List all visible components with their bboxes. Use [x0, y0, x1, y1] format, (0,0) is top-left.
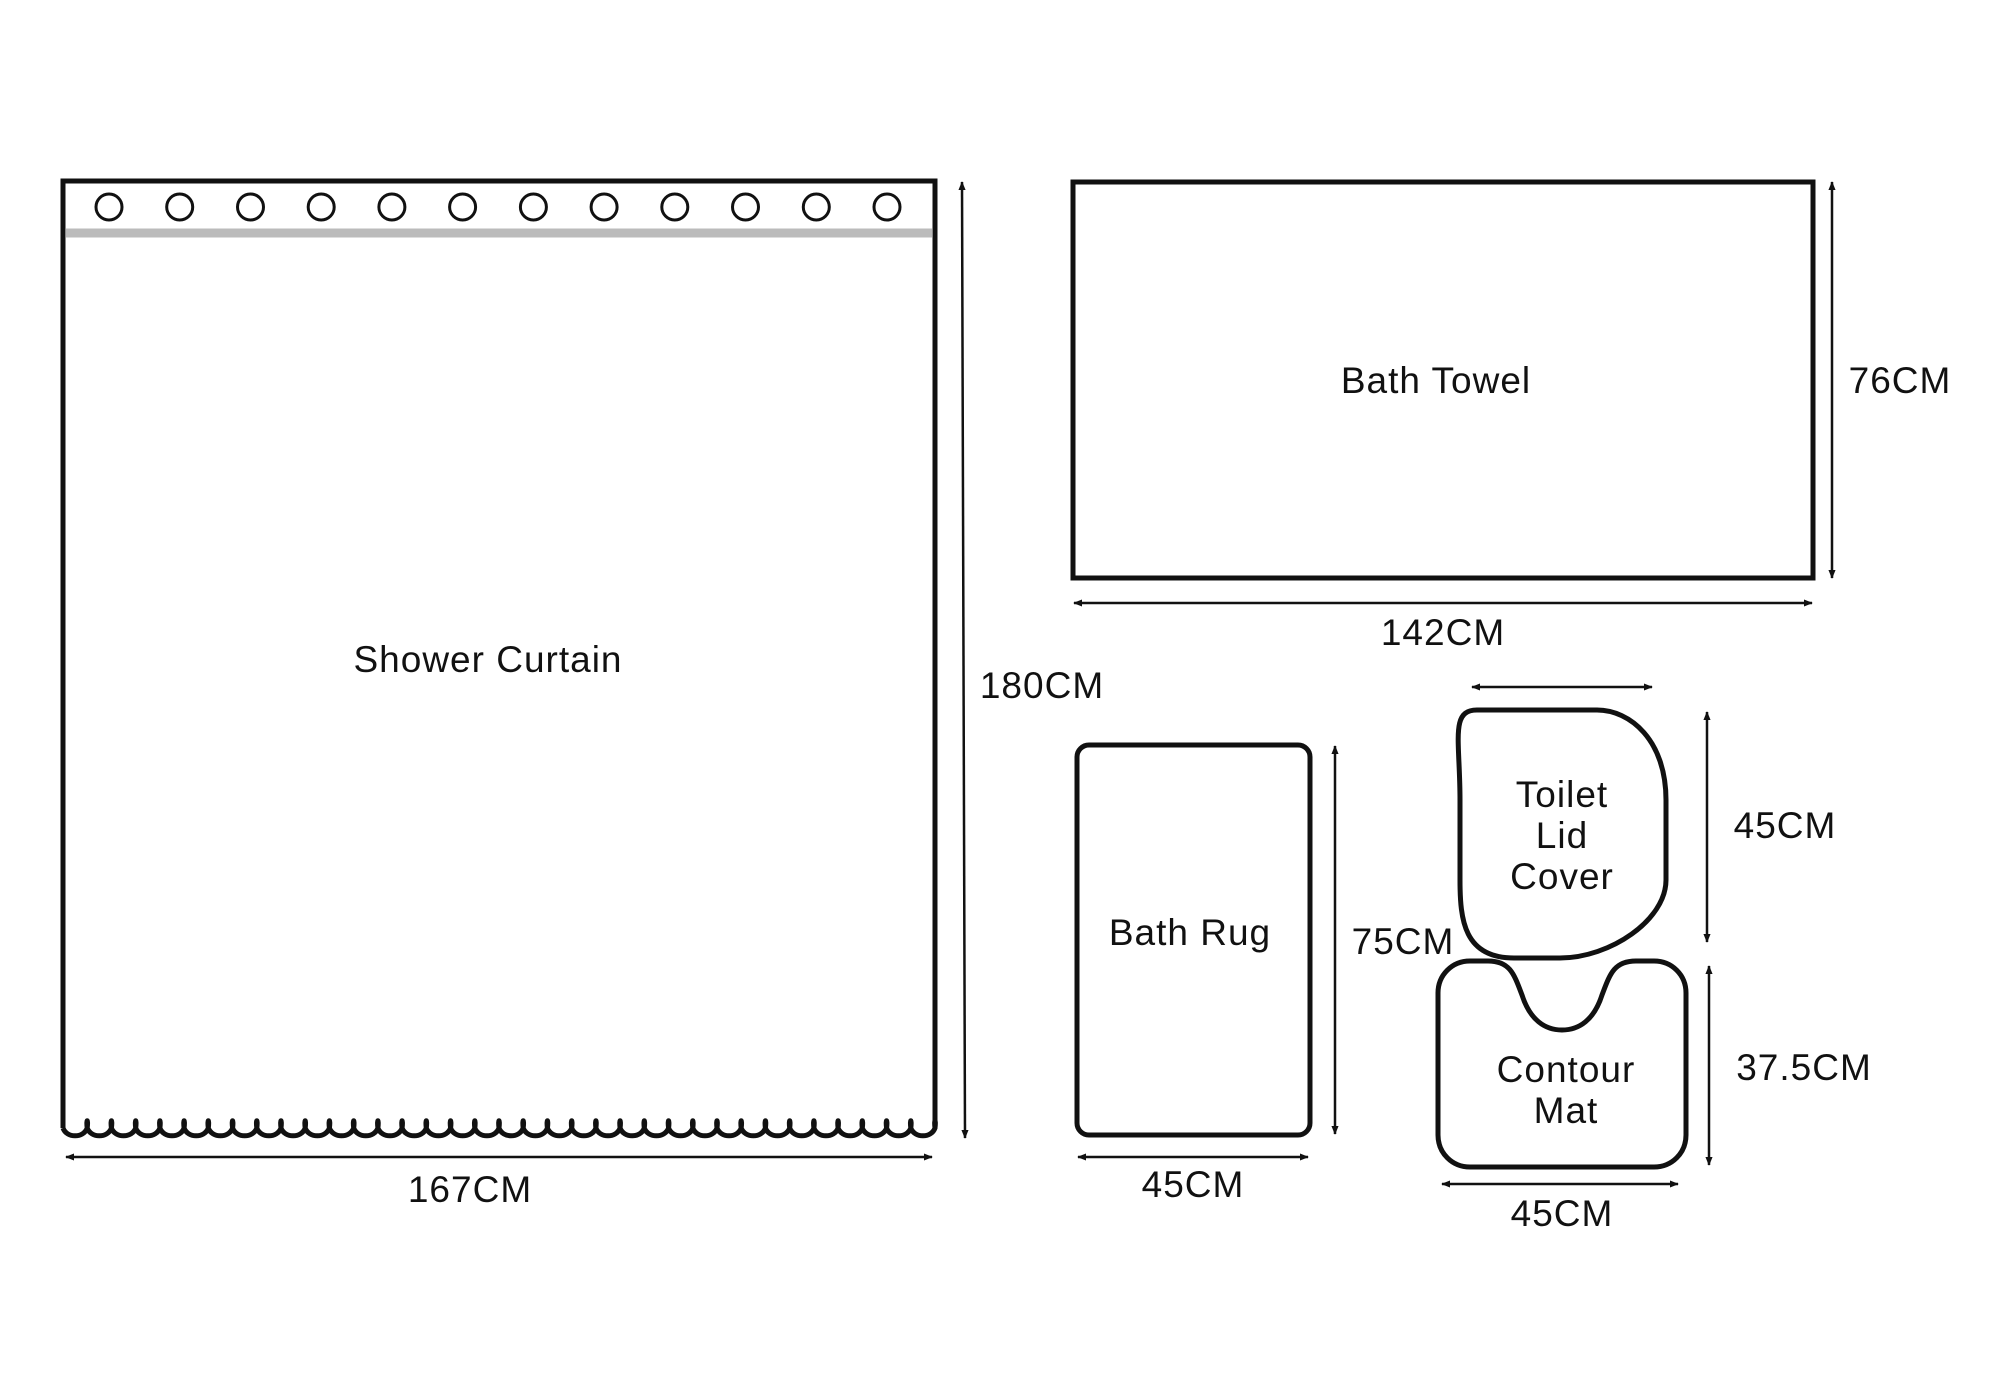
bath-towel-label: Bath Towel	[1341, 360, 1531, 401]
shower-curtain-outline	[60, 178, 938, 1128]
curtain-rings	[94, 192, 902, 222]
curtain-height-arrow	[958, 181, 969, 1139]
curtain-ring	[94, 192, 124, 222]
mat-width-label: 45CM	[1511, 1193, 1614, 1234]
bath-towel: Bath Towel 76CM 142CM	[1070, 179, 1952, 653]
shower-curtain-wavy-hem	[60, 1118, 938, 1139]
bath-rug: Bath Rug 75CM 45CM	[1074, 742, 1455, 1205]
curtain-height-label: 180CM	[980, 665, 1104, 706]
rug-height-label: 75CM	[1352, 921, 1455, 962]
bath-towel-outline	[1070, 179, 1816, 581]
toilet-lid-label-line-1: Toilet	[1516, 774, 1608, 815]
curtain-ring	[306, 192, 336, 222]
toilet-lid-label-line-3: Cover	[1510, 856, 1614, 897]
contour-mat-label-line-2: Mat	[1534, 1090, 1599, 1131]
toilet-lid-cover-outline	[1455, 707, 1669, 961]
shower-curtain-label: Shower Curtain	[353, 639, 622, 680]
curtain-ring	[801, 192, 831, 222]
mat-height-label: 37.5CM	[1736, 1047, 1872, 1088]
curtain-ring	[448, 192, 478, 222]
bath-rug-label: Bath Rug	[1109, 912, 1271, 953]
contour-mat-label-line-1: Contour	[1497, 1049, 1636, 1090]
shower-curtain: Shower Curtain 167CM 180CM	[60, 178, 1104, 1210]
curtain-ring	[589, 192, 619, 222]
lid-height-label: 45CM	[1734, 805, 1837, 846]
curtain-ring	[165, 192, 195, 222]
curtain-ring	[731, 192, 760, 222]
towel-width-label: 142CM	[1381, 612, 1505, 653]
contour-mat: Contour Mat 37.5CM 45CM	[1435, 958, 1872, 1234]
towel-height-label: 76CM	[1849, 360, 1952, 401]
toilet-lid-label-line-2: Lid	[1536, 815, 1588, 856]
curtain-ring	[236, 192, 265, 222]
curtain-width-label: 167CM	[408, 1169, 532, 1210]
rug-width-label: 45CM	[1142, 1164, 1245, 1205]
curtain-ring	[377, 192, 407, 222]
bath-rug-outline	[1074, 742, 1313, 1138]
curtain-ring	[518, 192, 548, 222]
curtain-ring	[872, 192, 902, 222]
curtain-ring	[660, 192, 690, 222]
contour-mat-outline	[1435, 958, 1689, 1170]
toilet-lid-cover: Toilet Lid Cover 45CM	[1455, 683, 1837, 961]
